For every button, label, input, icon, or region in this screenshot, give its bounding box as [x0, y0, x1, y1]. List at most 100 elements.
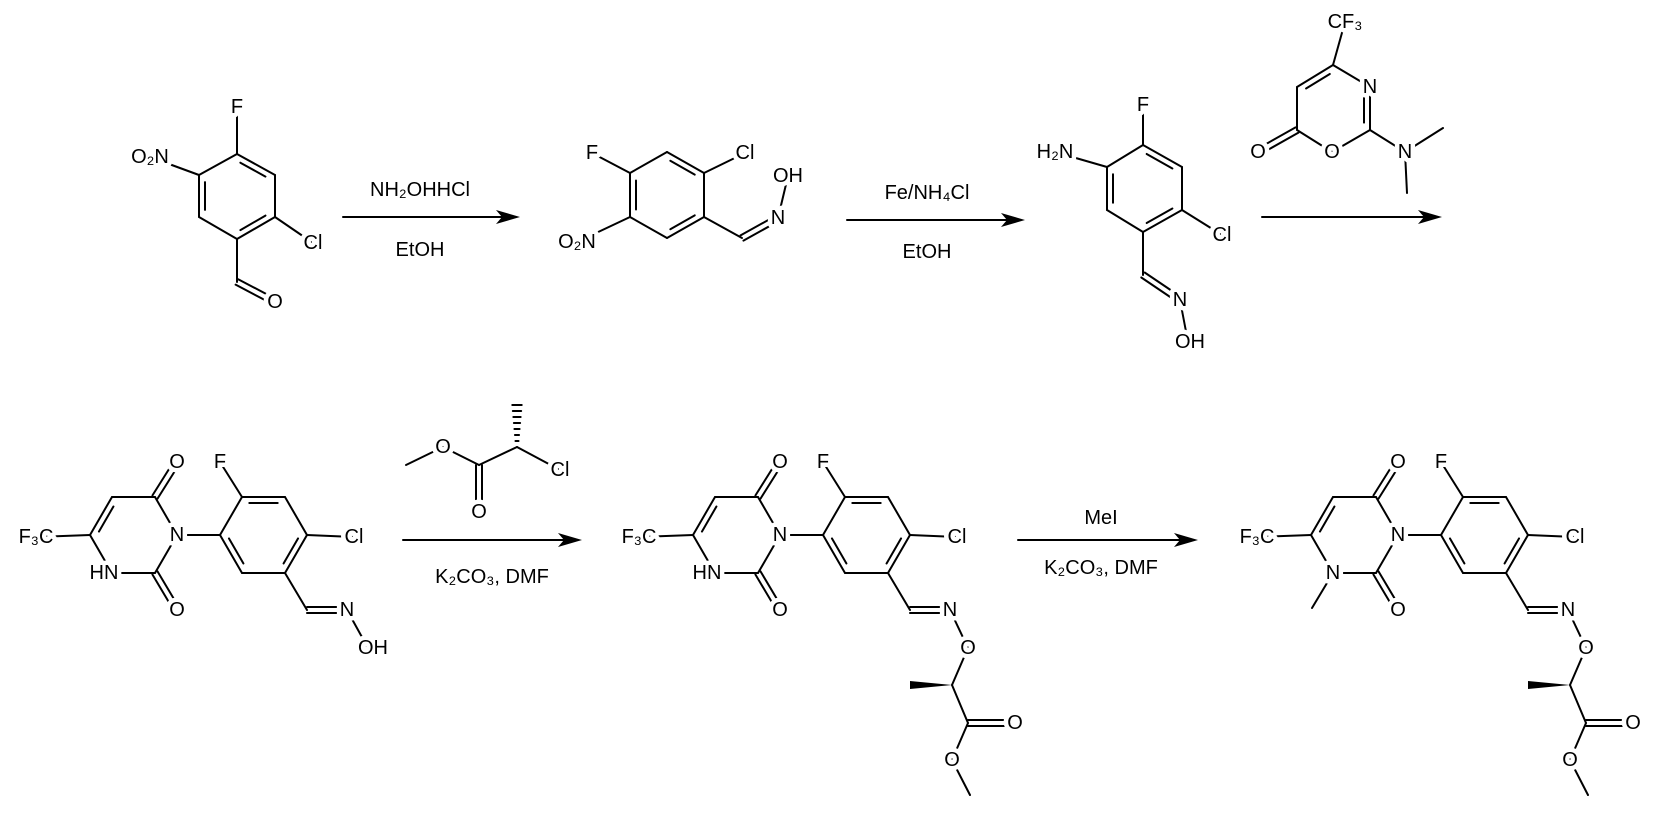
ring-bond	[1505, 496, 1529, 536]
bond	[949, 609, 969, 649]
double-bond	[1143, 271, 1183, 299]
bond	[909, 534, 958, 538]
bond	[219, 461, 243, 498]
double-bond-inner	[1145, 152, 1174, 170]
double-bond	[1255, 126, 1297, 151]
double-bond-inner	[1318, 505, 1336, 533]
atom-n: N	[340, 599, 354, 621]
atom-oh: OH	[773, 165, 803, 187]
atom-f: F	[231, 96, 243, 118]
bond	[1404, 151, 1408, 194]
atom-ring-n: N	[1363, 76, 1377, 98]
bond	[1569, 722, 1587, 761]
step4-arrow-head	[558, 533, 582, 547]
ring-bond	[887, 496, 911, 536]
atom-oh: OH	[1175, 331, 1205, 353]
bond	[1179, 299, 1189, 343]
atom-o2: O	[772, 599, 788, 621]
atom-n: N	[771, 207, 785, 229]
atom-n1: HN	[693, 562, 722, 584]
bond	[1567, 609, 1587, 649]
double-bond	[151, 459, 176, 497]
atom-oh: OH	[358, 637, 388, 659]
step5-conditions: K₂CO₃, DMF	[1044, 557, 1158, 579]
bond	[1527, 534, 1576, 538]
atom-ring-o: O	[1324, 141, 1340, 163]
step1-reagent: NH₂OHHCl	[370, 179, 470, 201]
step5-arrow-head	[1174, 533, 1198, 547]
double-bond-inner	[1145, 207, 1174, 225]
double-bond	[156, 462, 181, 500]
double-bond	[822, 534, 846, 574]
compound-4: O O F F₃C N HN Cl N OH	[14, 447, 392, 664]
double-bond-inner	[282, 537, 300, 565]
bond	[591, 152, 631, 174]
atom-no2: O₂N	[558, 231, 596, 253]
ring-bond	[198, 216, 238, 240]
double-bond	[754, 459, 779, 497]
bond	[35, 534, 91, 538]
atom-f: F	[817, 451, 829, 473]
ring-bond	[1331, 129, 1371, 153]
bond	[1311, 572, 1334, 609]
double-bond-inner	[239, 214, 267, 232]
ring-bond	[757, 496, 781, 536]
bond	[951, 647, 969, 686]
bond	[951, 722, 969, 761]
bond	[306, 534, 355, 538]
ring-bond	[1440, 496, 1464, 536]
atom-ester-o: O	[1562, 749, 1578, 771]
atom-cl: Cl	[736, 142, 755, 164]
ring-bond	[198, 153, 238, 176]
double-bond	[887, 534, 911, 574]
wedge-bond	[1528, 681, 1570, 689]
step1-arrow-head	[496, 210, 520, 224]
ring-bond	[89, 534, 113, 574]
bond	[478, 446, 518, 466]
bond	[1332, 21, 1346, 66]
ring-bond	[1332, 64, 1371, 88]
bond	[274, 216, 314, 244]
atom-o4: O	[1390, 451, 1406, 473]
double-bond-inner	[97, 505, 115, 533]
atom-n3: N	[1391, 524, 1405, 546]
atom-f: F	[586, 142, 598, 164]
atom-n3: N	[773, 524, 787, 546]
atom-no2: O₂N	[131, 146, 169, 168]
atom-f: F	[1435, 451, 1447, 473]
step2-reagent: Fe/NH₄Cl	[885, 182, 970, 204]
atom-cl: Cl	[1566, 526, 1585, 548]
double-bond	[237, 278, 278, 301]
wedge-bond	[910, 681, 952, 689]
bond	[887, 572, 911, 611]
bond	[777, 175, 789, 219]
double-bond	[236, 153, 276, 176]
step2-solvent: EtOH	[903, 241, 952, 263]
ring-bond	[154, 496, 178, 536]
double-bond-inner	[885, 537, 903, 565]
ring-bond	[1310, 534, 1334, 574]
bond	[1569, 647, 1587, 686]
double-bond	[1372, 573, 1397, 613]
step2-arrow-head	[1001, 213, 1025, 227]
double-bond	[89, 496, 113, 536]
bonds	[35, 21, 1632, 796]
atom-cl: Cl	[551, 459, 570, 481]
step5-reagent: MeI	[1084, 507, 1117, 529]
atom-cf3: F₃C	[622, 526, 657, 548]
double-bond	[666, 151, 705, 174]
step4-reagent-chloropropanoate: O O Cl	[431, 432, 574, 528]
double-bond	[1296, 64, 1334, 88]
double-bond	[284, 534, 308, 574]
double-bond	[1440, 534, 1464, 574]
ring-bond	[1106, 209, 1144, 233]
double-bond-inner	[1503, 537, 1521, 565]
double-bond-inner	[830, 537, 848, 565]
step1-solvent: EtOH	[396, 239, 445, 261]
double-bond-inner	[1448, 537, 1466, 565]
bond	[346, 609, 369, 649]
double-bond	[1140, 276, 1180, 304]
double-bond	[739, 214, 778, 237]
ring-bond	[154, 534, 178, 574]
double-bond	[156, 570, 181, 610]
